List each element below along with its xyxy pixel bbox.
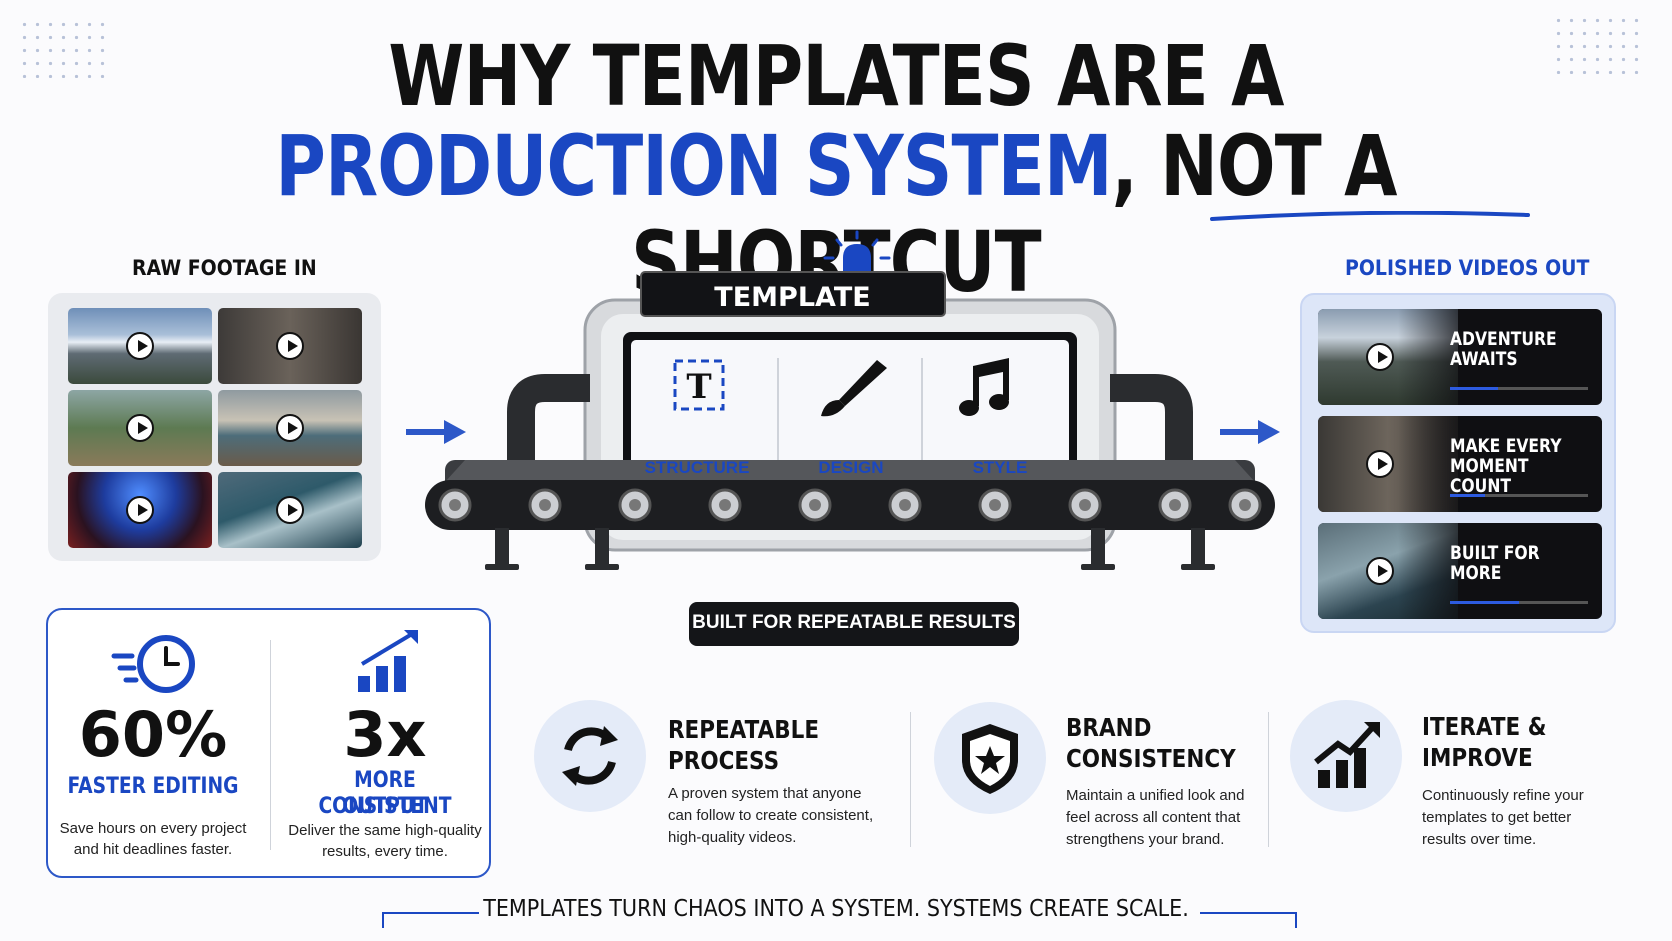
headline-rest: , NOT A SHORTCUT	[631, 117, 1397, 311]
stat-label-consistent-2: OUTPUT	[342, 794, 428, 819]
video-progress-fill	[1450, 387, 1499, 390]
arrow-right-icon	[1220, 420, 1280, 444]
feature-icon-bg	[934, 702, 1046, 814]
stat-value-faster: 60%	[78, 698, 228, 771]
raw-clip-runner[interactable]	[68, 390, 212, 466]
music-note-icon	[959, 358, 1009, 416]
raw-clip-wave[interactable]	[218, 472, 362, 548]
footer-tagline: TEMPLATES TURN CHAOS INTO A SYSTEM. SYST…	[483, 896, 1189, 922]
play-icon[interactable]	[126, 332, 154, 360]
stat-divider	[270, 640, 271, 850]
slot-label-structure: STRUCTURE	[644, 458, 750, 477]
video-progress-bar[interactable]	[1450, 387, 1588, 390]
raw-clip-coast[interactable]	[218, 390, 362, 466]
headline-line-2: PRODUCTION SYSTEM, NOT A SHORTCUT	[150, 118, 1521, 310]
play-icon[interactable]	[126, 414, 154, 442]
feature-desc-brand-3: strengthens your brand.	[1066, 831, 1225, 848]
feature-desc-iterate-1: Continuously refine your	[1422, 787, 1584, 804]
raw-clip-city-street[interactable]	[218, 308, 362, 384]
feature-icon-bg	[1290, 700, 1402, 812]
feature-title-iterate-2: IMPROVE	[1422, 743, 1533, 772]
video-progress-bar[interactable]	[1450, 494, 1588, 497]
feature-title-repeatable-1: REPEATABLE	[668, 715, 820, 744]
headline-line-1: WHY TEMPLATES ARE A	[388, 27, 1284, 125]
polished-videos-label: POLISHED VIDEOS OUT	[1345, 256, 1590, 280]
raw-clip-mountains[interactable]	[68, 308, 212, 384]
stat-desc-consistent-1: Deliver the same high-quality	[288, 822, 482, 839]
trend-chart-icon	[1314, 722, 1380, 788]
feature-title-repeatable-2: PROCESS	[668, 746, 780, 775]
paintbrush-icon	[821, 360, 887, 417]
play-icon[interactable]	[1366, 343, 1394, 371]
arrow-right-icon	[406, 420, 466, 444]
stat-label-faster: FASTER EDITING	[67, 774, 239, 799]
feature-desc-iterate-2: templates to get better	[1422, 809, 1572, 826]
feature-desc-repeatable-3: high-quality videos.	[668, 829, 797, 846]
stopwatch-speed-icon	[111, 635, 195, 693]
feature-title-iterate-1: ITERATE &	[1422, 712, 1547, 741]
play-icon[interactable]	[1366, 557, 1394, 585]
stat-desc-consistent-2: results, every time.	[322, 843, 448, 860]
raw-footage-panel	[48, 293, 381, 561]
play-icon[interactable]	[276, 414, 304, 442]
raw-clip-concert[interactable]	[68, 472, 212, 548]
play-icon[interactable]	[276, 496, 304, 524]
stat-value-consistent: 3x	[343, 698, 427, 771]
decorative-dots-left	[18, 18, 113, 78]
feature-desc-iterate-3: results over time.	[1422, 831, 1537, 848]
feature-title-brand-1: BRAND	[1066, 713, 1152, 742]
output-video-card[interactable]: BUILT FOR MORE	[1318, 523, 1602, 619]
feature-icon-bg	[534, 700, 646, 812]
raw-footage-label: RAW FOOTAGE IN	[132, 256, 317, 280]
output-video-card[interactable]: ADVENTURE AWAITS	[1318, 309, 1602, 405]
slot-label-design: DESIGN	[818, 458, 884, 477]
decorative-dots-right	[1552, 14, 1647, 74]
svg-text:T: T	[686, 367, 711, 407]
stat-label-consistent-1: MORE CONSISTENT	[318, 768, 452, 819]
feature-desc-repeatable-1: A proven system that anyone	[668, 785, 862, 802]
stat-desc-faster-2: and hit deadlines faster.	[73, 841, 233, 858]
video-progress-bar[interactable]	[1450, 601, 1588, 604]
play-icon[interactable]	[126, 496, 154, 524]
footer-bracket-left	[382, 912, 479, 928]
stats-panel: 60% FASTER EDITING Save hours on every p…	[46, 608, 491, 878]
feature-desc-brand-2: feel across all content that	[1066, 809, 1241, 826]
video-progress-fill	[1450, 601, 1519, 604]
play-icon[interactable]	[1366, 450, 1394, 478]
feature-desc-brand-1: Maintain a unified look and	[1066, 787, 1245, 804]
base-label: BUILT FOR REPEATABLE RESULTS	[692, 612, 1016, 633]
video-title: BUILT FOR MORE	[1450, 542, 1540, 584]
feature-divider	[1268, 712, 1269, 847]
refresh-cycle-icon	[562, 726, 618, 786]
video-title: ADVENTURE AWAITS	[1450, 328, 1557, 370]
slot-label-style: STYLE	[972, 458, 1028, 477]
video-title: MAKE EVERY MOMENT COUNT	[1450, 435, 1562, 497]
conveyor-rollers	[438, 488, 1262, 522]
feature-divider	[910, 712, 911, 847]
polished-videos-panel: ADVENTURE AWAITS MAKE EVERY MOMENT COUNT…	[1300, 293, 1616, 633]
template-machine: T	[425, 230, 1275, 646]
shield-star-icon	[962, 724, 1018, 794]
text-box-icon: T	[673, 359, 725, 411]
headline-highlight: PRODUCTION SYSTEM	[275, 117, 1112, 215]
template-sign-label: TEMPLATE	[714, 282, 871, 313]
output-video-card[interactable]: MAKE EVERY MOMENT COUNT	[1318, 416, 1602, 512]
footer-bracket-right	[1200, 912, 1297, 928]
video-progress-fill	[1450, 494, 1485, 497]
growth-chart-icon	[358, 630, 418, 692]
stat-desc-faster-1: Save hours on every project	[59, 820, 247, 837]
feature-desc-repeatable-2: can follow to create consistent,	[668, 807, 874, 824]
headline-underline	[1210, 211, 1530, 221]
feature-title-brand-2: CONSISTENCY	[1066, 744, 1236, 773]
play-icon[interactable]	[276, 332, 304, 360]
